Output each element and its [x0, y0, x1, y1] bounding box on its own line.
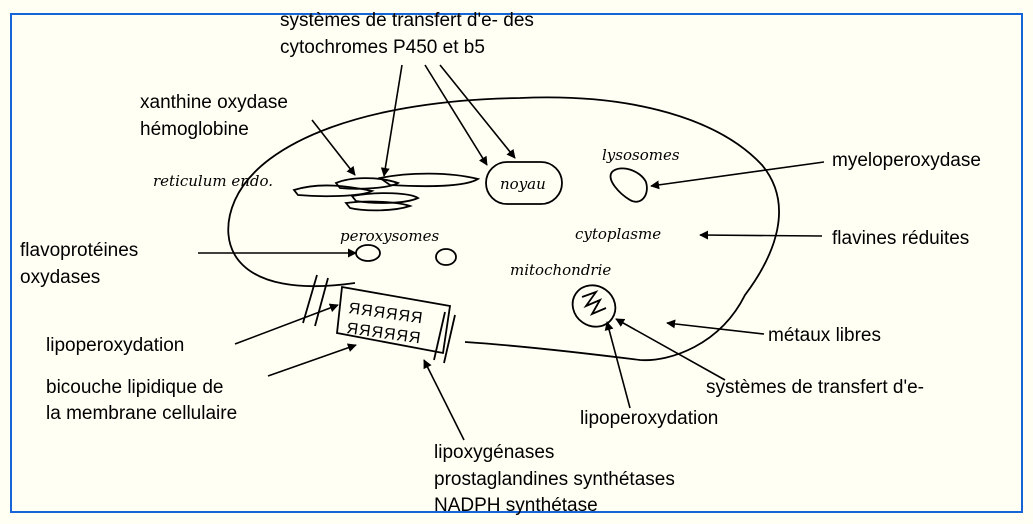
label-p450-line1: systèmes de transfert d'e- des	[280, 10, 534, 31]
label-cytoplasme: cytoplasme	[575, 225, 661, 243]
label-flavines-reduites: flavines réduites	[832, 228, 969, 249]
label-myeloperoxydase: myeloperoxydase	[832, 150, 981, 171]
label-lysosomes: lysosomes	[602, 146, 680, 164]
label-xanthine-line1: xanthine oxydase	[140, 92, 288, 113]
label-xanthine-line2: hémoglobine	[140, 119, 249, 140]
label-lipoperoxydation-mito: lipoperoxydation	[580, 408, 718, 429]
label-lipox-line2: prostaglandines synthétases	[434, 469, 675, 490]
label-metaux-libres: métaux libres	[768, 325, 881, 346]
label-bicouche-line1: bicouche lipidique de	[46, 377, 223, 398]
label-lipox-line1: lipoxygénases	[434, 442, 554, 463]
label-flavo-line2: oxydases	[20, 267, 100, 288]
label-p450-line2: cytochromes P450 et b5	[280, 37, 485, 58]
label-noyau: noyau	[500, 175, 546, 193]
label-peroxysomes: peroxysomes	[340, 227, 439, 245]
label-transfert-mito: systèmes de transfert d'e-	[706, 377, 924, 398]
label-lipoperoxydation-left: lipoperoxydation	[46, 335, 184, 356]
label-lipox-line3: NADPH synthétase	[434, 495, 598, 516]
label-mitochondrie: mitochondrie	[510, 261, 611, 279]
label-flavo-line1: flavoprotéines	[20, 240, 138, 261]
label-reticulum: reticulum endo.	[153, 172, 273, 190]
label-bicouche-line2: la membrane cellulaire	[46, 403, 237, 424]
